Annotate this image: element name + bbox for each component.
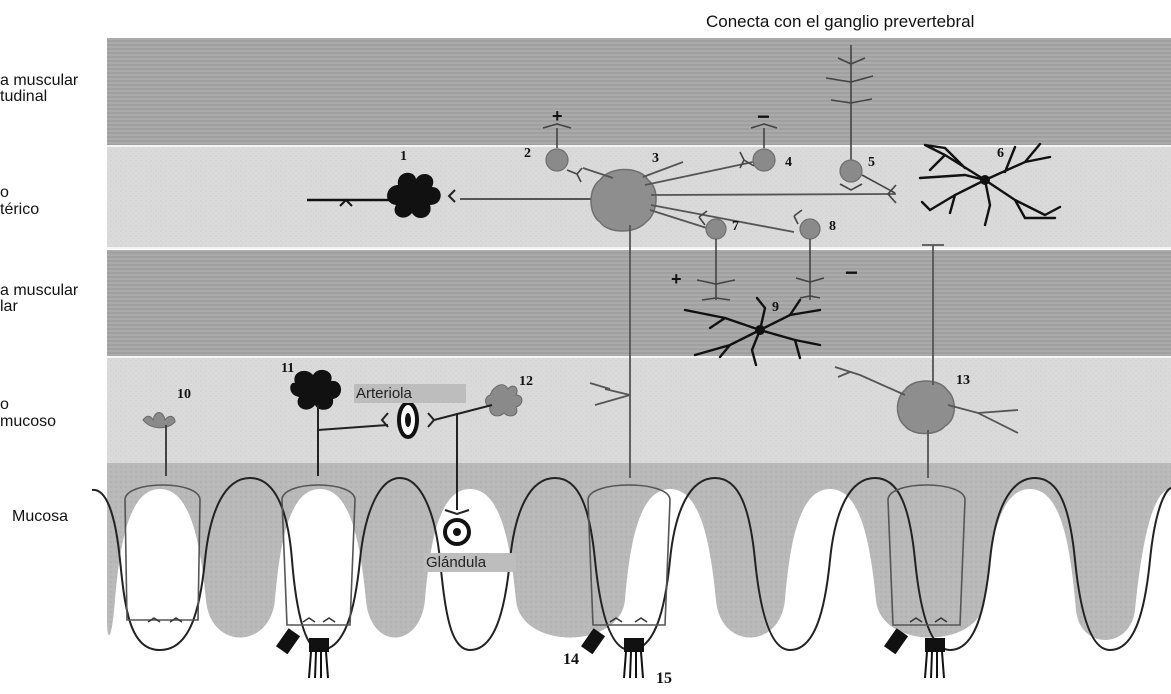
arteriole-label: Arteriola <box>354 384 466 403</box>
number-10: 10 <box>177 387 191 403</box>
gland-label: Glándula <box>424 553 516 572</box>
number-12: 12 <box>519 374 533 390</box>
number-2: 2 <box>524 146 531 162</box>
minus-sign-8: − <box>845 260 858 285</box>
layer-label-enterico-2: térico <box>0 202 39 218</box>
number-13: 13 <box>956 373 970 389</box>
gland <box>445 520 469 544</box>
enteroendocrine-cells <box>276 628 945 678</box>
layer-label-longitudinal-2: tudinal <box>0 89 47 105</box>
neuron-5 <box>840 160 862 182</box>
layer-label-mucosa: Mucosa <box>12 509 68 525</box>
number-5: 5 <box>868 155 875 171</box>
layer-label-submucoso-2: mucoso <box>0 414 56 430</box>
neuron-7 <box>706 219 726 239</box>
number-14: 14 <box>563 651 579 669</box>
number-6: 6 <box>997 146 1004 162</box>
number-9: 9 <box>772 300 779 316</box>
number-3: 3 <box>652 151 659 167</box>
number-1: 1 <box>400 149 407 165</box>
number-15: 15 <box>656 670 672 688</box>
minus-sign-4: − <box>757 104 770 129</box>
plus-sign-2: + <box>552 106 563 126</box>
number-8: 8 <box>829 219 836 235</box>
neuron-2 <box>546 149 568 171</box>
circular-muscle-band <box>107 250 1171 356</box>
number-7: 7 <box>732 219 739 235</box>
neuron-8 <box>800 219 820 239</box>
layer-label-submucoso-1: o <box>0 397 9 413</box>
prevertebral-caption: Conecta con el ganglio prevertebral <box>706 13 974 30</box>
layer-label-enterico-1: o <box>0 185 9 201</box>
number-4: 4 <box>785 155 792 171</box>
layer-label-circular-2: lar <box>0 299 18 315</box>
number-11: 11 <box>281 361 294 377</box>
plus-sign-7: + <box>671 269 682 289</box>
layer-label-circular-1: a muscular <box>0 283 78 299</box>
layer-label-longitudinal-1: a muscular <box>0 73 78 89</box>
longitudinal-muscle-band <box>107 38 1171 146</box>
neuron-4 <box>753 149 775 171</box>
